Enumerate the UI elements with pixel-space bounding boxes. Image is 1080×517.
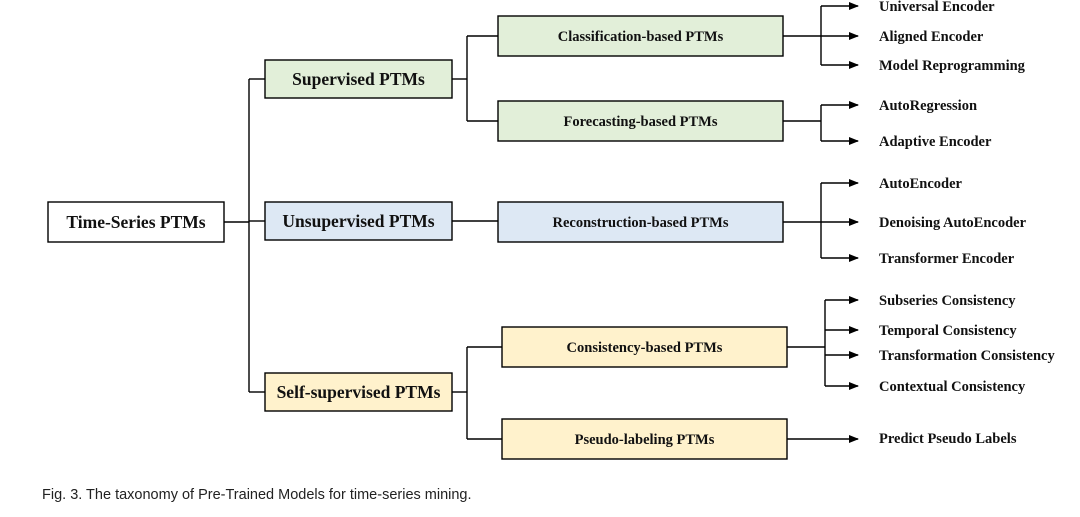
category-supervised-ptms-box	[264, 59, 453, 99]
category-self-supervised-ptms-box	[264, 372, 453, 412]
method-transformation-consistency: Transformation Consistency	[879, 348, 1055, 364]
root-node-box	[47, 201, 225, 243]
subcategory-pseudo-labeling-ptms-box	[501, 418, 788, 460]
method-autoencoder: AutoEncoder	[879, 176, 963, 192]
subcategory-consistency-based-ptms-label: Consistency-based PTMs	[567, 340, 723, 356]
method-transformer-encoder: Transformer Encoder	[879, 251, 1015, 267]
method-denoising-autoencoder: Denoising AutoEncoder	[879, 215, 1027, 231]
subcategory-consistency-based-ptms-box	[501, 326, 788, 368]
method-aligned-encoder: Aligned Encoder	[879, 29, 984, 45]
figure-caption: Fig. 3. The taxonomy of Pre-Trained Mode…	[42, 487, 472, 503]
category-self-supervised-ptms-label: Self-supervised PTMs	[277, 382, 441, 402]
subcategory-classification-based-ptms-box	[497, 15, 784, 57]
method-autoregression: AutoRegression	[879, 98, 977, 114]
subcategory-reconstruction-based-ptms-box	[497, 201, 784, 243]
method-predict-pseudo-labels: Predict Pseudo Labels	[879, 431, 1017, 447]
category-unsupervised-ptms-label: Unsupervised PTMs	[282, 211, 434, 231]
subcategory-reconstruction-based-ptms-label: Reconstruction-based PTMs	[552, 215, 728, 231]
category-supervised-ptms-label: Supervised PTMs	[292, 69, 425, 89]
method-adaptive-encoder: Adaptive Encoder	[879, 134, 992, 150]
subcategory-forecasting-based-ptms-label: Forecasting-based PTMs	[564, 114, 718, 130]
subcategory-pseudo-labeling-ptms-label: Pseudo-labeling PTMs	[575, 432, 715, 448]
method-contextual-consistency: Contextual Consistency	[879, 379, 1026, 395]
root-node-label: Time-Series PTMs	[66, 212, 205, 232]
method-model-reprogramming: Model Reprogramming	[879, 58, 1026, 74]
method-temporal-consistency: Temporal Consistency	[879, 323, 1017, 339]
method-subseries-consistency: Subseries Consistency	[879, 293, 1016, 309]
method-universal-encoder: Universal Encoder	[879, 0, 995, 15]
subcategory-forecasting-based-ptms-box	[497, 100, 784, 142]
subcategory-classification-based-ptms-label: Classification-based PTMs	[558, 29, 724, 45]
